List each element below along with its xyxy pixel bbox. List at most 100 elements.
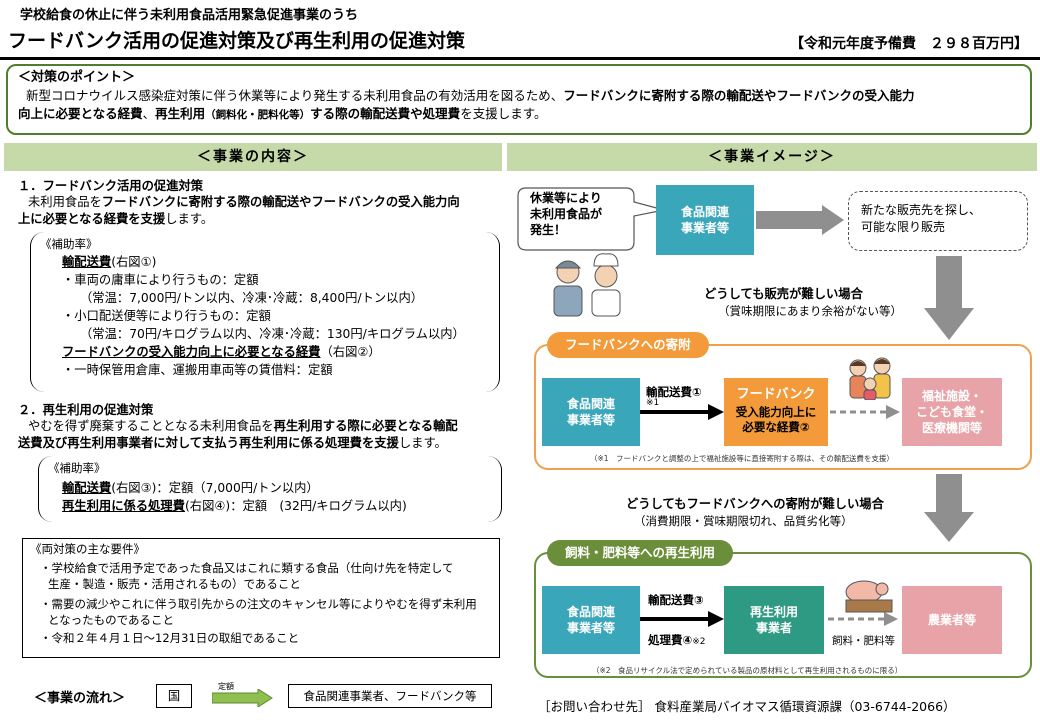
key-points-line1: 新型コロナウイルス感染症対策に伴う休業等により発生する未利用食品の有効活用を図る…: [18, 87, 1020, 105]
bubble-line: 休業等により: [530, 191, 602, 205]
fb-donation-tag: フードバンクへの寄附: [547, 332, 709, 358]
pig-feed-icon: [845, 580, 893, 613]
r2-haisou-label: 輸配送費: [62, 481, 112, 495]
small-delivery-detail: （常温：70円/キログラム以内、冷凍･冷蔵：130円/キログラム以内）: [80, 327, 465, 341]
farmer-box: 農業者等: [902, 586, 1002, 654]
kp-bold: フードバンクに寄附する際の輸配送やフードバンクの受入能力: [563, 88, 915, 103]
re-company-box: 食品関連 事業者等: [542, 586, 640, 654]
company-line: 食品関連: [566, 397, 615, 411]
hard-donate-sub: （消費期限・賞味期限切れ、品質劣化等）: [634, 514, 853, 528]
welfare-line: こども食堂・: [915, 405, 988, 419]
flow-arrow-label: 定額: [218, 682, 234, 691]
new-sales-line: 可能な限り販売: [861, 220, 946, 234]
flow-label: ＜事業の流れ＞: [34, 691, 126, 706]
budget-label: 【令和元年度予備費 ２９８百万円】: [790, 36, 1028, 52]
section1-line1: 未利用食品をフードバンクに寄附する際の輸配送やフードバンクの受入能力向: [28, 194, 460, 211]
s2-bold: 再生利用する際に必要となる輸配: [273, 419, 458, 433]
recycling-tag: 飼料・肥料等への再生利用: [547, 540, 734, 566]
contact-info: ［お問い合わせ先］ 食料産業局バイオマス循環資源課（03-6744-2066）: [538, 699, 956, 714]
kp-small: （飼料化・肥料化等）: [205, 109, 311, 121]
key-points-line2: 向上に必要となる経費、再生利用（飼料化・肥料化等）する際の輸配送費や処理費を支援…: [18, 105, 1020, 124]
flow-target-box: 食品関連事業者、フードバンク等: [288, 684, 492, 708]
haisou-label: 輸配送費: [62, 255, 112, 269]
s1-text: 未利用食品を: [28, 195, 102, 209]
new-sales-line: 新たな販売先を探し、: [861, 203, 982, 217]
recycling-frame: [534, 552, 1032, 678]
req1-line1: ・学校給食で活用予定であった食品又はこれに類する食品（仕向け先を特定して: [40, 561, 454, 575]
company-line: 事業者等: [566, 621, 615, 635]
s1-text: します。: [165, 212, 214, 226]
section1-line2: 上に必要となる経費を支援します。: [18, 211, 213, 228]
speech-bubble-shape: [517, 187, 665, 251]
kp-text: 、: [142, 106, 156, 121]
re-cost4-line: 処理費④※2: [648, 632, 706, 650]
dashed-arrow-welfare: [830, 405, 900, 419]
flow-country-box: 国: [156, 684, 192, 708]
s2-bold: 送費及び再生利用事業者に対して支払う再生利用に係る処理費を支援: [18, 436, 399, 450]
company-line: 食品関連: [680, 205, 729, 219]
req2-line2: となったものであること: [48, 613, 175, 627]
subsidy-rate-bracket-1: [30, 232, 500, 392]
requirements-title: 《両対策の主な要件》: [30, 542, 145, 556]
key-points-box: ＜対策のポイント＞ 新型コロナウイルス感染症対策に伴う休業等により発生する未利用…: [6, 64, 1032, 135]
r2-haisou-rest: (右図③)：定額（7,000円/トン以内）: [111, 481, 319, 495]
fb-capacity-label: フードバンクの受入能力向上に必要となる経費: [62, 345, 321, 359]
haisou-line: 輸配送費(右図①): [62, 254, 156, 271]
bubble-line: 未利用食品が: [530, 207, 603, 221]
hard-donate-label: どうしてもフードバンクへの寄附が難しい場合: [626, 497, 884, 511]
section1-title: １．フードバンク活用の促進対策: [18, 179, 204, 193]
page-title: フードバンク活用の促進対策及び再生利用の促進対策: [8, 30, 465, 52]
section2-title: ２．再生利用の促進対策: [18, 403, 154, 417]
s1-bold: フードバンクに寄附する際の輸配送やフードバンクの受入能力向: [101, 195, 460, 209]
business-content-band: ＜事業の内容＞: [4, 143, 502, 171]
fb-company-box: 食品関連 事業者等: [542, 378, 640, 446]
kp-text: 新型コロナウイルス感染症対策に伴う休業等により発生する未利用食品の有効活用を図る…: [25, 88, 564, 103]
arrow-to-new-sales: [756, 205, 844, 235]
r2-proc-line: 再生利用に係る処理費(右図④)：定額 (32円/キログラム以内): [62, 498, 407, 515]
rate-label-1: 《補助率》: [40, 237, 98, 251]
fb-cost1-label: 輸配送費①: [646, 385, 702, 399]
recycler-box: 再生利用 事業者: [724, 586, 824, 654]
title-underline: [0, 57, 1040, 60]
s2-text: やむを得ず廃棄することとなる未利用食品を: [28, 419, 274, 433]
fb-donation-frame: [534, 344, 1032, 470]
re-arrow-icon: [640, 611, 724, 627]
bubble-text: 休業等により 未利用食品が 発生！: [530, 190, 602, 238]
rate-label-2: 《補助率》: [48, 461, 106, 475]
small-delivery-line: ・小口配送便等により行うもの：定額: [62, 309, 271, 323]
r2-proc-label: 再生利用に係る処理費: [62, 499, 185, 513]
key-points-heading: ＜対策のポイント＞: [18, 70, 136, 85]
req2-line1: ・需要の減少やこれに伴う取引先からの注文のキャンセル等によりやむを得ず未利用: [40, 597, 477, 611]
re-cost4-label: 処理費④: [648, 633, 693, 647]
fb-note-mark: ※1: [646, 398, 660, 408]
fb-capacity-detail: ・一時保管用倉庫、運搬用車両等の賃借料：定額: [62, 363, 333, 377]
kp-text: を支援します。: [460, 106, 547, 121]
top-company-box: 食品関連 事業者等: [656, 185, 754, 255]
flow-arrow-icon: [212, 689, 273, 707]
haisou-ref: (右図①): [111, 255, 157, 269]
s1-bold: 上に必要となる経費を支援: [18, 212, 166, 226]
section2-line1: やむを得ず廃棄することとなる未利用食品を再生利用する際に必要となる輸配: [28, 418, 458, 435]
page-subtitle: 学校給食の休止に伴う未利用食品活用緊急促進事業のうち: [20, 8, 359, 23]
section2-line2: 送費及び再生利用事業者に対して支払う再生利用に係る処理費を支援します。: [18, 435, 447, 452]
workers-icon: [553, 253, 621, 317]
fb-footnote: （※1 フードバンクと調整の上で福祉施設等に直接寄附する際は、その輸配送費を支援…: [590, 454, 894, 463]
fb-arrow-icon: [640, 404, 724, 420]
recycler-line: 事業者: [755, 621, 792, 635]
company-line: 事業者等: [566, 413, 615, 427]
car-rental-line: ・車両の庸車により行うもの：定額: [62, 273, 259, 287]
r2-proc-rest: (右図④)：定額 (32円/キログラム以内): [184, 499, 407, 513]
new-sales-box: 新たな販売先を探し、 可能な限り販売: [848, 191, 1028, 251]
food-bank-sub: 必要な経費②: [742, 420, 810, 434]
fb-capacity-ref: （右図②）: [320, 345, 381, 359]
food-bank-sub: 受入能力向上に: [735, 405, 817, 419]
company-line: 事業者等: [680, 221, 729, 235]
dashed-arrow-farmer: [828, 612, 898, 626]
re-note-mark: ※2: [692, 637, 706, 647]
down-arrow-2: [924, 474, 974, 542]
hard-sell-sub: （賞味期限にあまり余裕がない等）: [718, 304, 902, 318]
company-line: 食品関連: [566, 605, 615, 619]
recycler-line: 再生利用: [749, 605, 798, 619]
re-footnote: （※2 食品リサイクル法で定められている製品の原材料として再生利用されるものに限…: [592, 666, 903, 675]
car-rental-detail: （常温：7,000円/トン以内、冷凍･冷蔵：8,400円/トン以内）: [80, 291, 424, 305]
